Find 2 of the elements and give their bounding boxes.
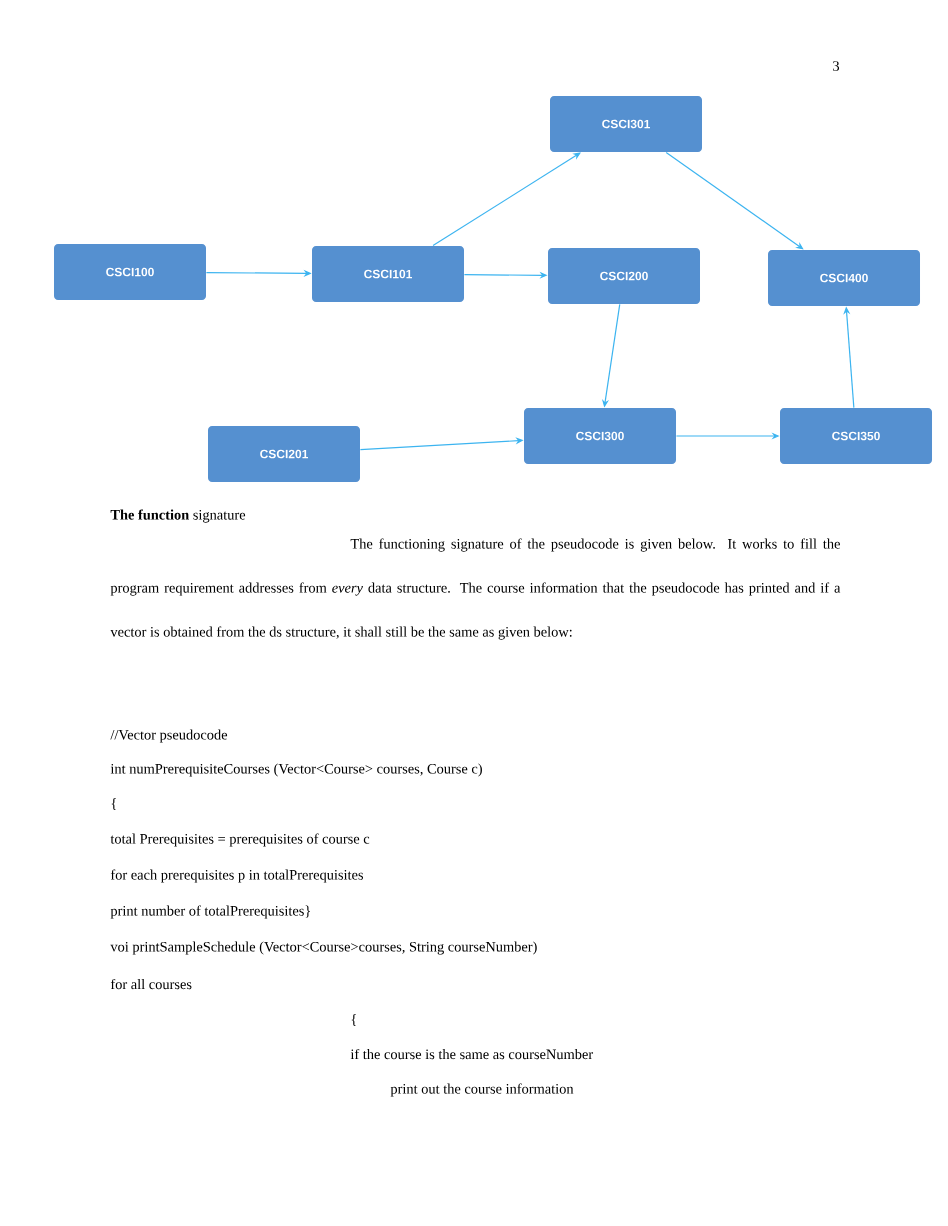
arrow: [665, 151, 804, 250]
arrow: [432, 152, 581, 247]
